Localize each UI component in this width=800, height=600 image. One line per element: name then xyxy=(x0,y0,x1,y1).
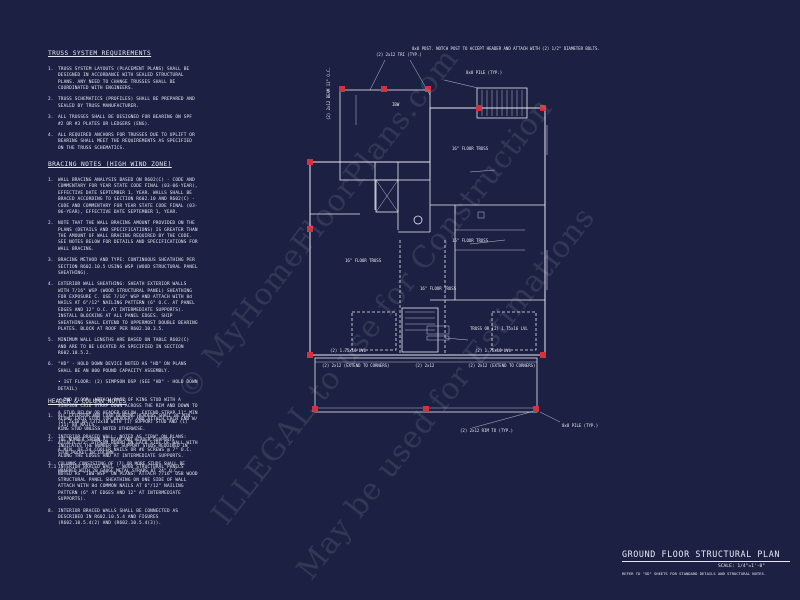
title-divider xyxy=(622,561,790,562)
pile-markers xyxy=(307,86,546,412)
plan-label: 16" FLOOR TRUSS xyxy=(345,258,382,263)
lower-left-bay xyxy=(351,311,397,351)
plan-label: IBW xyxy=(392,102,400,107)
note-number: 2. xyxy=(48,438,54,444)
stair-core xyxy=(401,307,439,353)
note-item: 7. INTERIOR BRACED WALL: NOTED AS "IBW" O… xyxy=(48,435,200,461)
note-item: 1.TRUSS SYSTEM LAYOUTS (PLACEMENT PLANS)… xyxy=(48,66,190,92)
note-text: INTERIOR BRACED WALL - WOOD STRUCTURAL P… xyxy=(58,465,198,503)
note-number: 8. xyxy=(48,508,54,514)
pile-marker xyxy=(307,159,313,165)
drawing-scale: SCALE: 1/4"=1'-0" xyxy=(718,564,766,569)
note-number: 5. xyxy=(48,338,54,344)
note-number: 3. xyxy=(48,462,54,468)
note-text: COLUMNS CONSISTING OF (7) OR MORE STUDS … xyxy=(58,462,185,474)
plan-label: 8x8 POST. NOTCH POST TO ACCEPT HEADER AN… xyxy=(412,46,600,51)
note-text: EXTERIOR WALL SHEATHING: SHEATH EXTERIOR… xyxy=(58,282,198,332)
plan-label: (2) 2x12 BEAM 11" O.C. xyxy=(326,67,331,120)
note-item: 1. ALL EXTERIOR AND LOAD BEARING HEADERS … xyxy=(48,414,200,433)
note-text: • 2ND FLOOR: ATTACH BASE OF KING STUD WI… xyxy=(58,397,198,429)
pile-marker xyxy=(533,406,539,412)
note-item: 3.ALL TRUSSES SHALL BE DESIGNED FOR BEAR… xyxy=(48,115,193,127)
note-item: 6. "HD" - HOLD DOWN DEVICE NOTED AS "HD" … xyxy=(48,362,200,375)
reference-note: REFER TO "SD" SHEETS FOR STANDARD DETAIL… xyxy=(622,571,767,576)
note-item: • 2ND FLOOR: ATTACH BASE OF KING STUD WI… xyxy=(48,398,200,430)
note-item: 4. EXTERIOR WALL SHEATHING: SHEATH EXTERI… xyxy=(48,282,200,333)
plan-label: (2) 2x12 (EXTEND TO CORNERS) xyxy=(322,363,389,368)
pile-marker xyxy=(307,352,313,358)
note-number: 2. xyxy=(48,221,54,227)
exterior-stair xyxy=(476,87,528,119)
plan-label: 8x8 PILE (TYP.) xyxy=(562,423,598,428)
note-number: 7. xyxy=(48,434,54,440)
header-notes-heading: HEADER & COLUMN NOTES xyxy=(48,398,127,405)
drawing-title: GROUND FLOOR STRUCTURAL PLAN xyxy=(622,549,780,559)
bracing-notes: BRACING NOTES (HIGH WIND ZONE) 1. WALL BR… xyxy=(48,161,200,528)
note-item: 8. INTERIOR BRACED WALLS SHALL BE CONNECT… xyxy=(48,509,200,528)
note-text: INTERIOR BRACED WALL: NOTED AS "IBW" ON … xyxy=(58,434,198,459)
note-text: • 1ST FLOOR: (2) SIMPSON DSP (SEE "HD" -… xyxy=(58,380,198,392)
note-number: 3. xyxy=(48,258,54,264)
plan-label: 16" FLOOR TRUSS xyxy=(420,286,457,291)
pile-marker xyxy=(540,352,546,358)
pile-marker xyxy=(312,406,318,412)
note-text: MINIMUM WALL LENGTHS ARE BASED ON TABLE … xyxy=(58,338,190,357)
pile-marker xyxy=(540,105,546,111)
pile-marker xyxy=(476,105,482,111)
bracing-heading: BRACING NOTES (HIGH WIND ZONE) xyxy=(48,161,172,169)
plan-label: TRUSS OR (2) 1.75x16 LVL xyxy=(470,326,528,331)
plan-label: (2) 2x12 TRI (TYP.) xyxy=(376,52,422,57)
note-item: 5. MINIMUM WALL LENGTHS ARE BASED ON TABL… xyxy=(48,338,200,357)
note-text: INTERIOR BRACED WALLS SHALL BE CONNECTED… xyxy=(58,508,179,527)
note-text: BRACING METHOD AND TYPE: CONTINUOUS SHEA… xyxy=(58,258,198,276)
note-text: WALL BRACING ANALYSIS BASED ON R602(C) -… xyxy=(58,178,198,215)
note-number: 1. xyxy=(48,413,54,419)
note-item: • 1ST FLOOR: (2) SIMPSON DSP (SEE "HD" -… xyxy=(48,380,200,393)
note-text: NOTE THAT THE WALL BRACING AMOUNT PROVID… xyxy=(58,221,198,252)
lower-right-bay xyxy=(491,311,537,351)
note-item: 2. NOTE THAT THE WALL BRACING AMOUNT PROV… xyxy=(48,221,200,253)
note-item: 2.TRUSS SCHEMATICS (PROFILES) SHALL BE P… xyxy=(48,97,195,109)
plan-label: 16" FLOOR TRUSS xyxy=(452,146,489,151)
note-item: 4.ALL REQUIRED ANCHORS FOR TRUSSES DUE T… xyxy=(48,132,195,151)
pile-marker xyxy=(425,86,431,92)
plan-label: 8x8 PILE (TYP.) xyxy=(466,70,502,75)
truss-notes: TRUSS SYSTEM REQUIREMENTS 1.TRUSS SYSTEM… xyxy=(48,50,200,152)
header-column-notes: HEADER & COLUMN NOTES 1. ALL EXTERIOR AND… xyxy=(48,398,200,480)
note-number: 6. xyxy=(48,362,54,368)
note-text: "HD" - HOLD DOWN DEVICE NOTED AS "HD" ON… xyxy=(58,362,187,374)
notes-panel: TRUSS SYSTEM REQUIREMENTS 1.TRUSS SYSTEM… xyxy=(48,50,200,537)
note-item: 2. THE NUMBER SHOWN AT BEAM AND HEADER SU… xyxy=(48,438,200,457)
plan-label: (2) 2x12 (EXTEND TO CORNERS) xyxy=(468,363,535,368)
note-number: 4. xyxy=(48,282,54,288)
note-text: ALL EXTERIOR AND LOAD BEARING HEADERS SH… xyxy=(58,413,193,432)
toilet xyxy=(413,215,423,225)
note-item: 3. COLUMNS CONSISTING OF (7) OR MORE STUD… xyxy=(48,462,200,475)
note-number: 1. xyxy=(48,178,54,184)
note-text: THE NUMBER SHOWN AT BEAM AND HEADER SUPP… xyxy=(58,438,188,456)
plan-label: (2) 2x12 xyxy=(415,363,435,368)
pile-marker xyxy=(381,86,387,92)
plan-label: (2) 2x12 RIM TO (TYP.) xyxy=(460,428,513,433)
pile-marker xyxy=(339,86,345,92)
plan-label: 16" FLOOR TRUSS xyxy=(452,238,489,243)
note-item: 3. BRACING METHOD AND TYPE: CONTINUOUS SH… xyxy=(48,258,200,277)
note-number: 7.1 xyxy=(48,465,57,471)
note-item: 1. WALL BRACING ANALYSIS BASED ON R602(C)… xyxy=(48,178,200,216)
pile-marker xyxy=(423,406,429,412)
plan-label: (2) 1.75x16 LVL xyxy=(475,348,512,353)
pile-marker xyxy=(307,226,313,232)
stair-treads xyxy=(481,90,523,116)
truss-heading: TRUSS SYSTEM REQUIREMENTS xyxy=(48,50,152,57)
plan-label: (2) 1.75x16 LVL xyxy=(330,348,367,353)
